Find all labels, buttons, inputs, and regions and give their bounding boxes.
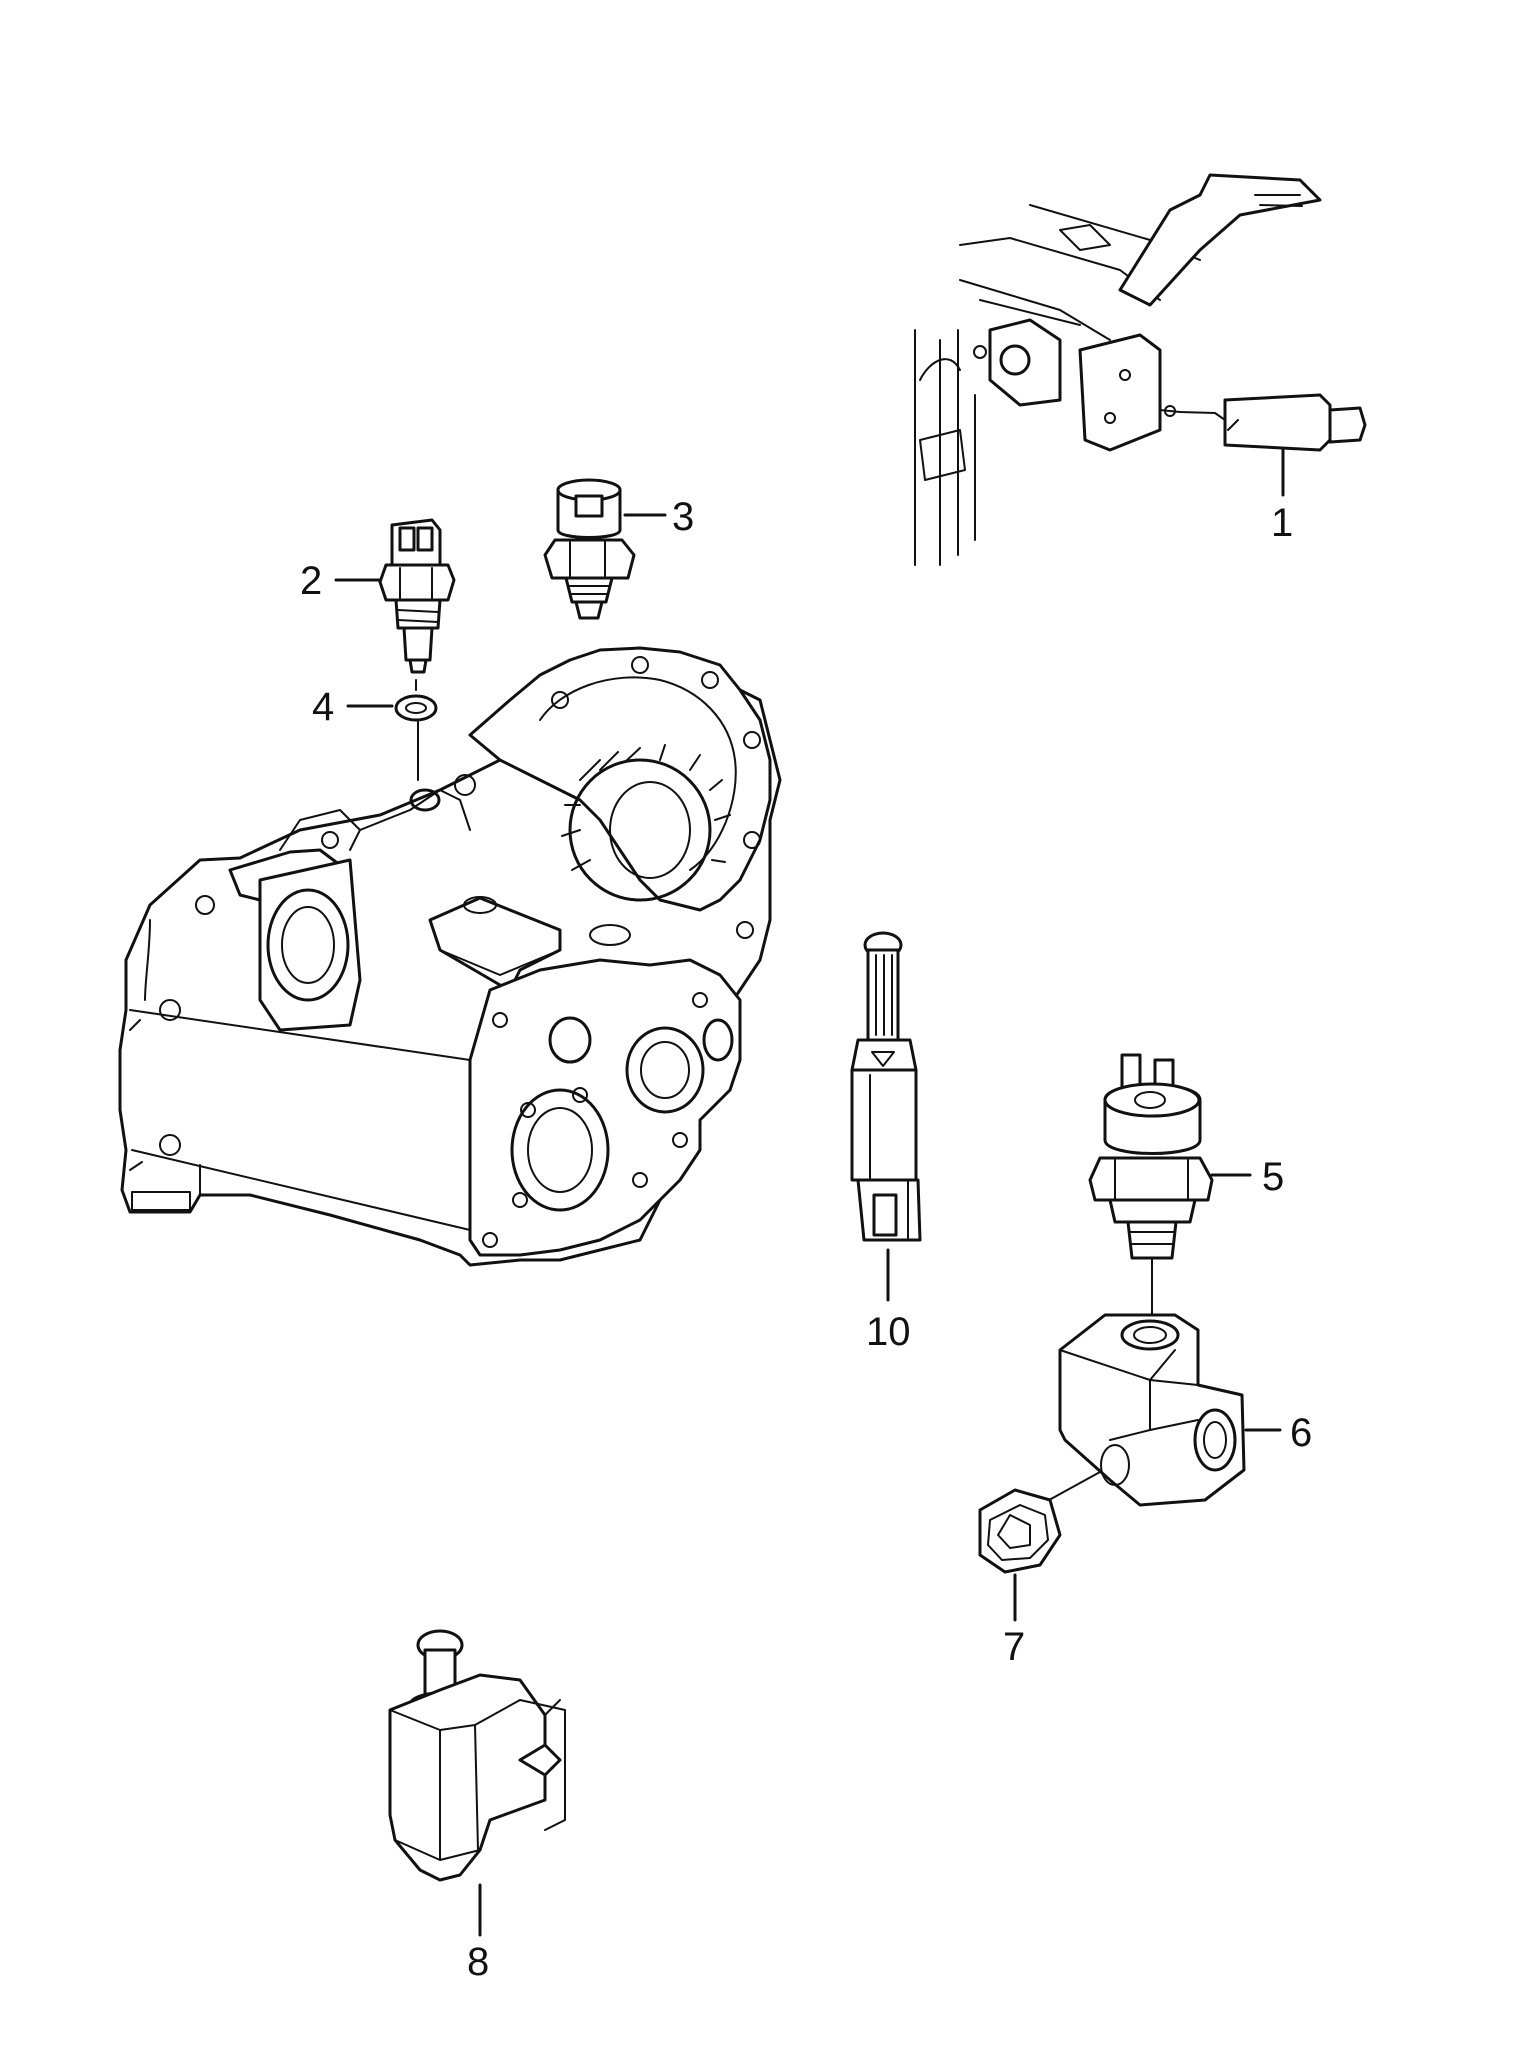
- part-2-reverse-light-switch: [378, 518, 456, 674]
- callout-2: 2: [300, 559, 322, 603]
- part-3-sender-switch: [543, 478, 636, 620]
- callout-1: 1: [1271, 501, 1293, 545]
- part-10-brake-light-switch: [850, 931, 922, 1242]
- callout-5: 5: [1262, 1155, 1284, 1199]
- part-4-seal-ring: [394, 694, 438, 722]
- callout-10: 10: [866, 1310, 911, 1354]
- callout-6: 6: [1290, 1411, 1312, 1455]
- callout-7: 7: [1003, 1625, 1025, 1669]
- callout-8: 8: [467, 1940, 489, 1984]
- part-6-distributor-block: [1058, 1313, 1246, 1507]
- part-5-pressure-switch: [1088, 1053, 1214, 1260]
- assembly-line-2-4: [415, 679, 419, 781]
- part-1-pedal-bracket-switch: [914, 173, 1367, 566]
- part-8-clutch-switch: [388, 1629, 566, 1882]
- callout-4: 4: [312, 685, 334, 729]
- callout-3: 3: [672, 495, 694, 539]
- gearbox-housing: [118, 646, 782, 1267]
- part-7-hex-nut: [978, 1488, 1062, 1574]
